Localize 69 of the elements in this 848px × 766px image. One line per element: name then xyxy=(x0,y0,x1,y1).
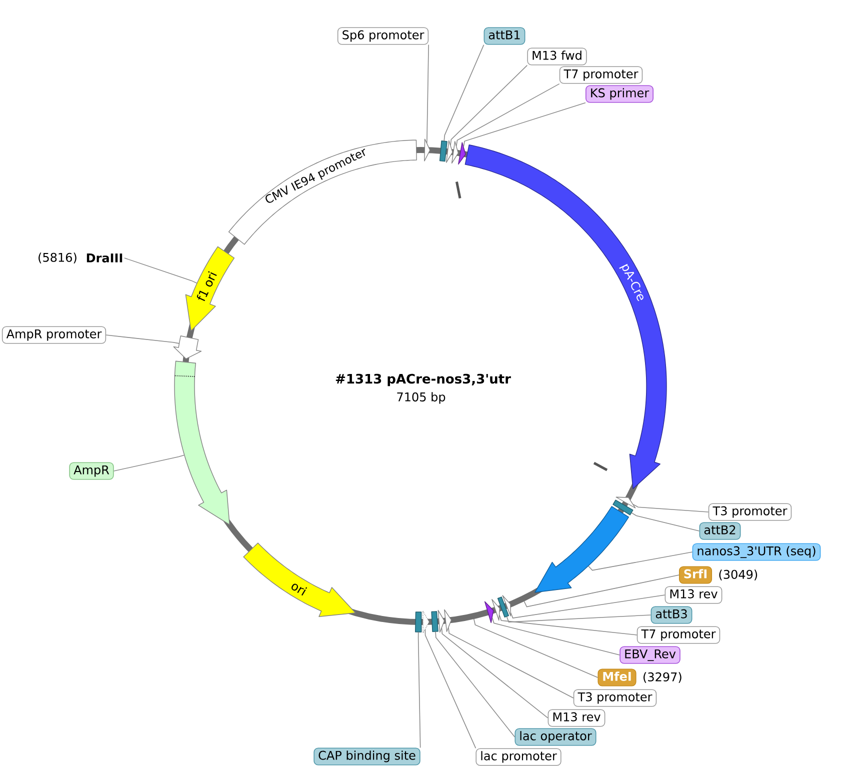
feature-label: attB1 xyxy=(484,27,526,45)
feature-box xyxy=(612,500,634,516)
feature-label: EBV_Rev xyxy=(620,646,680,664)
leader-line xyxy=(441,628,548,718)
feature-mark xyxy=(422,610,430,634)
leader-line xyxy=(426,44,429,144)
feature-segment: ori xyxy=(243,542,356,617)
leader-line xyxy=(463,102,586,148)
leader-line xyxy=(435,631,516,738)
feature-label: CAP binding site xyxy=(314,748,420,766)
feature-mark xyxy=(484,601,494,624)
leader-line xyxy=(444,44,484,142)
feature-label: T3 promoter xyxy=(708,503,792,521)
feature-label: T7 promoter xyxy=(559,66,643,84)
feature-label: AmpR promoter xyxy=(2,326,106,344)
feature-label: SrfI xyxy=(678,566,712,584)
leader-line xyxy=(418,632,421,748)
site-position: (3297) xyxy=(644,672,682,683)
feature-mark xyxy=(616,496,636,508)
leader-line xyxy=(498,614,638,636)
leader-line xyxy=(524,574,680,608)
feature-label: attB3 xyxy=(650,606,692,624)
plasmid-length: 7105 bp xyxy=(397,392,446,404)
site-label: DraIII xyxy=(86,254,122,262)
leader-line xyxy=(106,334,180,344)
feature-box xyxy=(497,596,510,618)
feature-mark xyxy=(502,595,511,616)
feature-segment: f1 ori xyxy=(185,246,235,332)
feature-box xyxy=(439,140,448,162)
site-position: (3049) xyxy=(719,570,758,580)
feature-mark xyxy=(424,138,430,162)
feature-label: attB2 xyxy=(699,522,741,540)
feature-label: AmpR xyxy=(69,462,114,480)
leader-line xyxy=(510,594,666,618)
leader-line xyxy=(424,629,476,749)
leader-line xyxy=(456,83,560,146)
leader-line xyxy=(124,258,198,284)
site-position: (5816) xyxy=(38,252,76,264)
feature-mark xyxy=(458,142,466,165)
leader-line xyxy=(631,512,700,532)
leader-line xyxy=(113,454,185,472)
feature-mark xyxy=(173,336,202,360)
feature-box xyxy=(431,611,438,632)
feature-segment xyxy=(534,506,630,593)
feature-label: nanos3_3'UTR (seq) xyxy=(692,543,821,561)
feature-label: lac promoter xyxy=(476,748,562,766)
feature-mark xyxy=(438,610,445,633)
leader-line xyxy=(506,614,652,622)
feature-label: KS primer xyxy=(586,85,654,103)
leader-line xyxy=(632,504,709,512)
leader-line xyxy=(588,552,693,571)
leader-line xyxy=(473,618,598,678)
feature-label: M13 rev xyxy=(548,709,606,727)
feature-mark xyxy=(444,609,452,632)
feature-label: M13 fwd xyxy=(527,48,587,66)
feature-label: Sp6 promoter xyxy=(337,27,429,45)
feature-label: lac operator xyxy=(514,728,596,746)
feature-mark xyxy=(446,140,453,163)
feature-box xyxy=(415,612,422,632)
leader-line xyxy=(492,617,620,656)
feature-segment xyxy=(174,360,230,526)
feature-mark xyxy=(451,141,459,164)
leader-line xyxy=(448,627,574,698)
leader-line xyxy=(450,64,528,146)
feature-mark xyxy=(492,599,500,621)
feature-label: MfeI xyxy=(598,668,636,686)
feature-label: T3 promoter xyxy=(573,689,657,707)
feature-label: M13 rev xyxy=(664,586,722,604)
feature-label: T7 promoter xyxy=(636,626,720,644)
